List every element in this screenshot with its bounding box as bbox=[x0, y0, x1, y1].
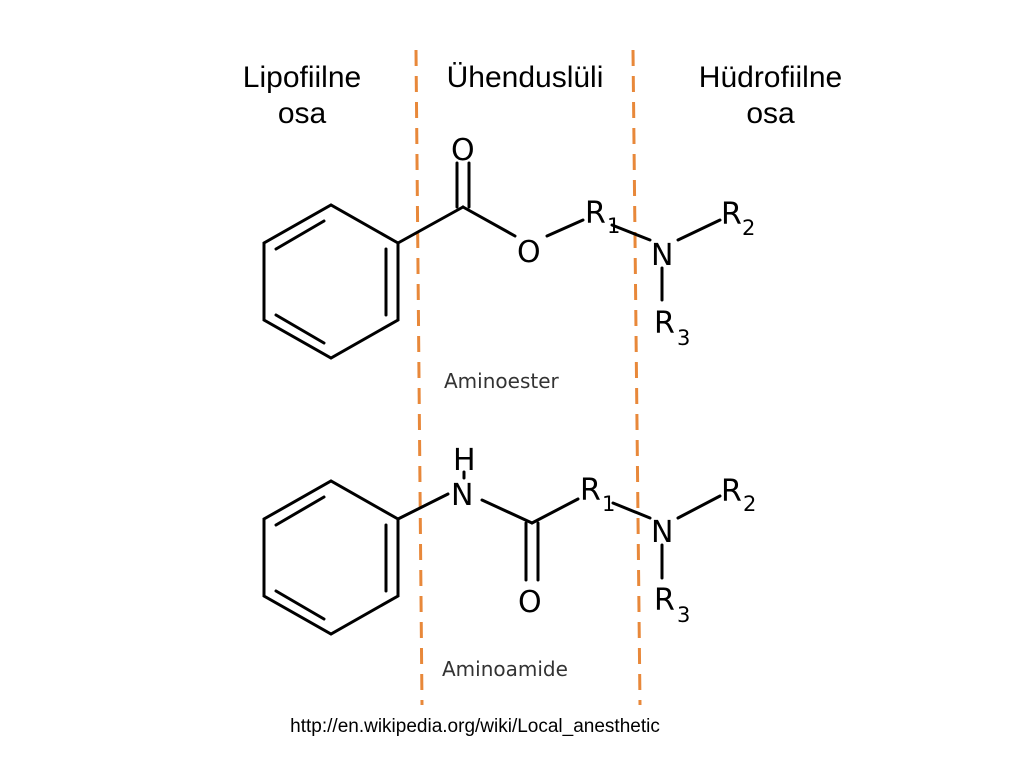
lipophilic-heading-line: Lipofiilne bbox=[242, 61, 362, 94]
amide-nh-nitrogen: N bbox=[451, 478, 473, 513]
source-url: http://en.wikipedia.org/wiki/Local_anest… bbox=[290, 716, 660, 737]
aminoamide-caption: Aminoamide bbox=[442, 657, 568, 681]
ester-bond bbox=[610, 223, 652, 242]
aminoester-structure bbox=[262, 161, 722, 360]
amide-ring-inner-bond bbox=[274, 589, 326, 621]
hydrophilic-heading-line: Hüdrofiilne bbox=[698, 61, 843, 94]
amide-bond bbox=[530, 497, 580, 525]
ester-r2-label: R bbox=[721, 197, 742, 232]
ester-benzene-ring bbox=[262, 203, 400, 360]
ester-r3-label: R bbox=[654, 306, 675, 341]
ester-nitrogen: N bbox=[651, 238, 673, 273]
amide-r2-subscript: 2 bbox=[743, 492, 756, 516]
ester-oxygen: O bbox=[517, 235, 541, 270]
amide-nitrogen: N bbox=[651, 515, 673, 550]
amide-r1-label: R bbox=[580, 473, 601, 508]
lipophilic-part-heading: Lipofiilne osa bbox=[212, 60, 392, 132]
divider-lipophilic-linker bbox=[414, 49, 424, 706]
hydrophilic-part-heading: Hüdrofiilne osa bbox=[668, 60, 873, 132]
amide-ring-inner-bond bbox=[274, 495, 326, 527]
ester-bond bbox=[676, 218, 722, 242]
hydrophilic-heading-line: osa bbox=[746, 97, 795, 130]
amide-carbonyl-oxygen: O bbox=[518, 585, 542, 620]
amide-benzene-ring bbox=[262, 479, 400, 636]
linker-heading-line: Ühenduslüli bbox=[446, 61, 604, 94]
amide-hydrogen: H bbox=[453, 443, 476, 478]
ester-r3-subscript: 3 bbox=[677, 326, 690, 350]
linker-heading: Ühenduslüli bbox=[420, 60, 630, 96]
amide-bond bbox=[480, 498, 534, 525]
ester-ring-inner-bond bbox=[274, 313, 326, 345]
amide-bond bbox=[611, 501, 652, 520]
amide-r3-subscript: 3 bbox=[677, 603, 690, 627]
ester-bond bbox=[396, 205, 465, 245]
amide-r2-label: R bbox=[721, 474, 742, 509]
ester-bond bbox=[461, 205, 517, 238]
ester-ring-inner-bond bbox=[274, 219, 326, 251]
aminoester-caption: Aminoester bbox=[444, 369, 560, 393]
lipophilic-heading-line: osa bbox=[277, 97, 327, 130]
ester-r2-subscript: 2 bbox=[742, 216, 755, 240]
aminoamide-structure bbox=[262, 470, 722, 636]
ester-carbonyl-oxygen: O bbox=[451, 133, 475, 168]
amide-r1-subscript: 1 bbox=[602, 492, 615, 516]
ester-r1-label: R bbox=[585, 196, 606, 231]
divider-linker-hydrophilic bbox=[631, 49, 642, 706]
ester-bond bbox=[545, 218, 585, 238]
amide-r3-label: R bbox=[654, 583, 675, 618]
amide-bond bbox=[396, 492, 450, 521]
amide-bond bbox=[676, 494, 722, 520]
ester-r1-subscript: 1 bbox=[607, 214, 620, 238]
